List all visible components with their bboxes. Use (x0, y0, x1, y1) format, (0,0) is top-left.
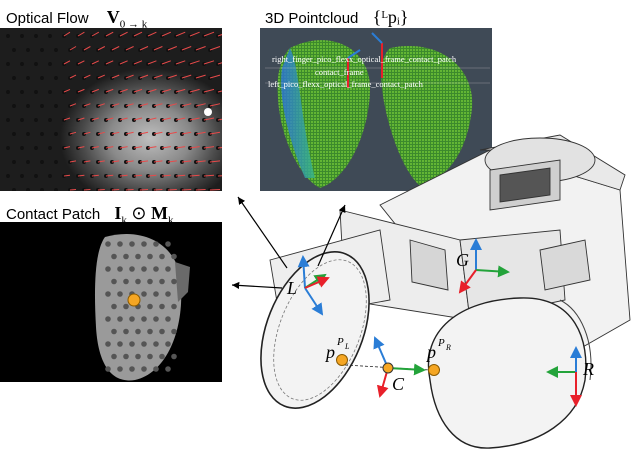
contact-patch-image (0, 222, 222, 382)
frame-C-axes (373, 336, 426, 398)
svg-text:R: R (445, 343, 451, 352)
contact-patch-label: Contact Patch (6, 206, 101, 223)
contact-patch-math: Ik ⊙ Mk (114, 203, 174, 227)
frame-label-C: C (392, 374, 405, 394)
frame-label-L: L (286, 278, 297, 298)
pointcloud-overlay-2: contact_frame (315, 67, 364, 77)
pointcloud-overlay-3: left_pico_flexx_optical_frame_contact_pa… (268, 79, 424, 89)
contact-point-left (336, 354, 348, 366)
svg-text:p: p (324, 342, 335, 362)
optical-flow-title: Optical Flow V0 → k (6, 7, 147, 31)
pointcloud-render: right_finger_pico_flexx_optical_frame_co… (265, 32, 490, 189)
contact-patch-title: Contact Patch Ik ⊙ Mk (6, 203, 174, 227)
frame-label-G: G (456, 250, 469, 270)
right-pointcloud-blob (381, 46, 473, 186)
svg-text:p: p (425, 342, 436, 362)
pointcloud-overlay-1: right_finger_pico_flexx_optical_frame_co… (272, 54, 457, 64)
contact-point-right (428, 364, 440, 376)
pointer-arrow-pointcloud (317, 204, 346, 267)
left-pointcloud-edge (281, 48, 315, 178)
pointcloud-image: right_finger_pico_flexx_optical_frame_co… (260, 28, 492, 191)
pointcloud-label: 3D Pointcloud (265, 10, 359, 27)
frame-G-axes (458, 238, 510, 294)
left-finger (260, 251, 370, 409)
frame-L-axes (297, 255, 330, 316)
right-finger (427, 297, 592, 449)
optical-flow-math: V0 → k (106, 7, 148, 31)
frame-R-axes (546, 346, 582, 407)
pointcloud-math: {ᴸpᵢ} (372, 7, 409, 27)
svg-text:P: P (437, 337, 445, 349)
frame-label-R: R (582, 359, 594, 379)
pointer-arrow-optical-flow (237, 196, 288, 269)
svg-text:P: P (336, 336, 344, 348)
pointer-arrow-contact-patch (231, 281, 283, 290)
pointcloud-title: 3D Pointcloud {ᴸpᵢ} (265, 7, 408, 28)
optical-flow-image (0, 28, 222, 191)
contact-patch-centroid (127, 293, 141, 307)
optical-flow-label: Optical Flow (6, 10, 89, 27)
contact-patch-mask (94, 233, 190, 381)
optical-flow-field (6, 31, 222, 191)
svg-text:L: L (344, 342, 350, 351)
point-label-pR: p P R (425, 337, 451, 362)
point-label-pL: p P L (324, 336, 350, 362)
